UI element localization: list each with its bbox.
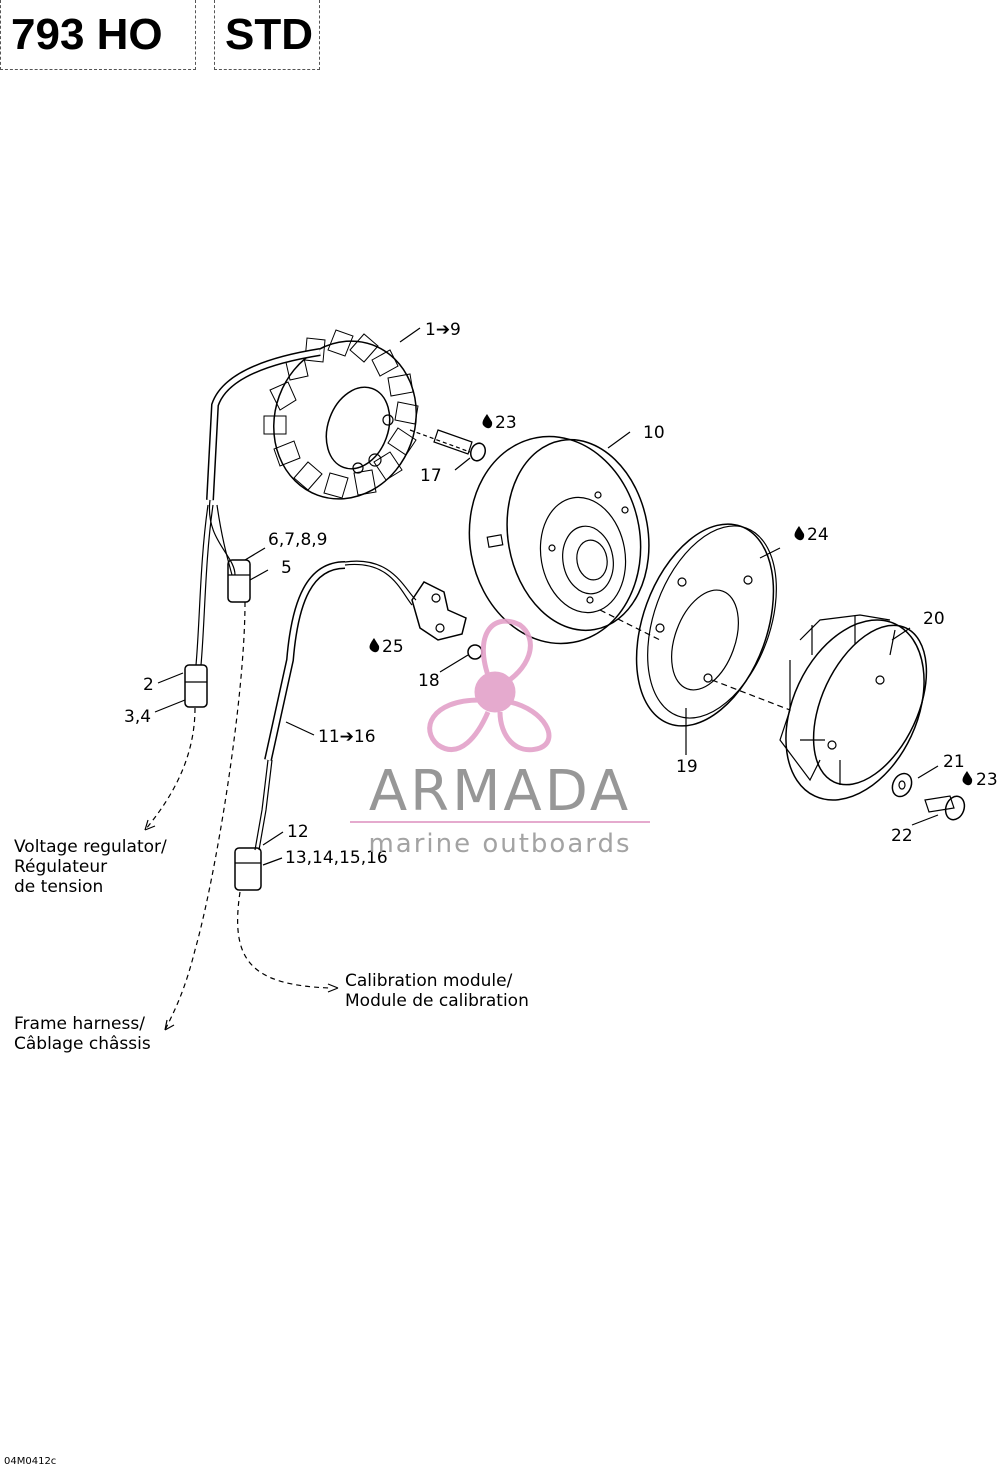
callout-19: 19 bbox=[676, 757, 698, 777]
callout-5: 5 bbox=[281, 558, 292, 578]
model-tag: 793 HO bbox=[0, 0, 196, 70]
oil-drop-icon bbox=[962, 771, 973, 786]
voltage-regulator-label-3: de tension bbox=[14, 877, 103, 897]
callout-22: 22 bbox=[891, 826, 913, 846]
callout-12: 12 bbox=[287, 822, 309, 842]
oil-drop-icon bbox=[794, 526, 805, 541]
callout-1-9: 1➔9 bbox=[425, 320, 461, 340]
callout-13-16: 13,14,15,16 bbox=[285, 848, 388, 868]
calibration-module-label-1: Calibration module/ bbox=[345, 971, 513, 991]
starter-cup bbox=[779, 614, 928, 801]
callout-11-16: 11➔16 bbox=[318, 727, 376, 747]
flywheel bbox=[468, 435, 650, 645]
stator bbox=[263, 329, 419, 500]
callout-21: 21 bbox=[943, 752, 965, 772]
callout-24: 24 bbox=[807, 525, 829, 545]
callout-25: 25 bbox=[382, 637, 404, 657]
callout-23: 23 bbox=[495, 413, 517, 433]
callout-18: 18 bbox=[418, 671, 440, 691]
calibration-module-label-2: Module de calibration bbox=[345, 991, 529, 1011]
frame-harness-label-1: Frame harness/ bbox=[14, 1014, 145, 1034]
callout-23-b: 23 bbox=[976, 770, 998, 790]
watermark-tagline: marine outboards bbox=[368, 829, 631, 859]
propeller-logo-icon bbox=[427, 618, 552, 753]
ring-plate bbox=[635, 523, 777, 727]
oil-drop-icon bbox=[369, 638, 380, 653]
voltage-regulator-label-2: Régulateur bbox=[14, 857, 107, 877]
callout-3-4: 3,4 bbox=[124, 707, 151, 727]
voltage-regulator-label-1: Voltage regulator/ bbox=[14, 837, 167, 857]
armada-watermark: ARMADA marine outboards bbox=[350, 618, 650, 859]
oil-drop-icon bbox=[482, 414, 493, 429]
callout-2: 2 bbox=[143, 675, 154, 695]
callout-17: 17 bbox=[420, 466, 442, 486]
variant-tag: STD bbox=[214, 0, 320, 70]
callout-10: 10 bbox=[643, 423, 665, 443]
callout-20: 20 bbox=[923, 609, 945, 629]
figure-code: 04M0412c bbox=[4, 1456, 57, 1467]
frame-harness-label-2: Câblage châssis bbox=[14, 1034, 151, 1054]
watermark-brand: ARMADA bbox=[369, 759, 631, 824]
callout-6-7-8-9: 6,7,8,9 bbox=[268, 530, 327, 550]
